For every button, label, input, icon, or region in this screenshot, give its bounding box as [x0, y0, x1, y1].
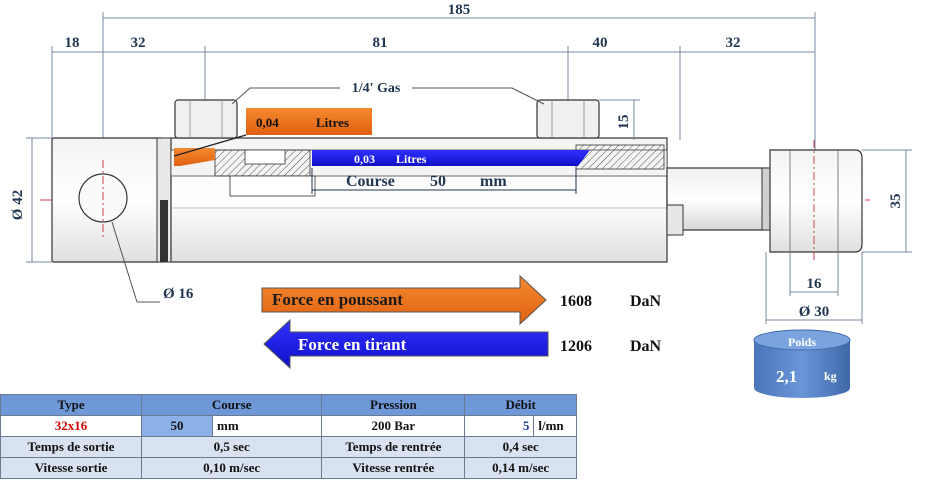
dim-42-lines — [26, 137, 52, 263]
port-left — [174, 99, 238, 139]
pull-force-unit: DaN — [630, 338, 662, 355]
course-unit: mm — [211, 415, 323, 437]
dim-15: 15 — [616, 115, 632, 130]
weight-cylinder — [753, 329, 851, 398]
push-volume-value: 0,04 — [256, 115, 279, 130]
temps-sortie-value: 0,5 sec — [140, 436, 323, 458]
pull-force-label: Force en tirant — [298, 335, 407, 354]
header-course: Course — [140, 394, 323, 416]
pull-volume-unit: Litres — [396, 152, 427, 166]
dim-16-30-lines — [765, 252, 863, 324]
pull-volume-region — [312, 150, 590, 166]
stroke-unit: mm — [480, 173, 507, 190]
debit-value-input[interactable]: 5 — [464, 415, 535, 437]
header-type: Type — [0, 394, 142, 416]
push-force-label: Force en poussant — [272, 290, 403, 309]
weight-unit: kg — [824, 369, 837, 383]
temps-rentree-value: 0,4 sec — [464, 436, 577, 458]
dim-dia-42: Ø 42 — [10, 190, 26, 220]
weight-value: 2,1 — [776, 367, 797, 386]
vitesse-rentree-value: 0,14 m/sec — [464, 457, 577, 479]
vitesse-sortie-value: 0,10 m/sec — [140, 457, 323, 479]
rear-clevis — [51, 137, 172, 263]
port-right — [536, 99, 600, 139]
piston-rod — [666, 167, 768, 236]
push-force-unit: DaN — [630, 293, 662, 310]
stroke-value: 50 — [430, 173, 446, 190]
table-header-row: Type Course Pression Débit — [0, 394, 577, 416]
dia16-leader — [111, 221, 138, 303]
push-volume-unit: Litres — [316, 115, 349, 130]
dim-16-eye: 16 — [807, 276, 823, 292]
course-value-input[interactable]: 50 — [141, 415, 213, 437]
top-dimensions — [51, 12, 816, 205]
pull-force-arrow — [263, 318, 549, 370]
dim-15-lines — [599, 99, 640, 140]
table-row-vitesse: Vitesse sortie 0,10 m/sec Vitesse rentré… — [0, 457, 577, 479]
temps-sortie-label: Temps de sortie — [0, 436, 142, 458]
dim-40: 40 — [593, 35, 608, 51]
weight-label: Poids — [788, 335, 816, 349]
dim-35: 35 — [888, 194, 904, 209]
dim-32-left: 32 — [131, 35, 146, 51]
dim-18: 18 — [65, 35, 80, 51]
stroke-label: Course — [346, 173, 395, 190]
push-force-arrow — [261, 274, 547, 326]
push-volume-leader — [173, 134, 247, 157]
type-value: 32x16 — [0, 415, 142, 437]
stroke-dimension — [311, 168, 577, 194]
dim-dia-16-pin: Ø 16 — [163, 286, 194, 302]
pull-volume-value: 0,03 — [354, 152, 375, 166]
debit-unit: l/mn — [533, 415, 577, 437]
table-row-temps: Temps de sortie 0,5 sec Temps de rentrée… — [0, 436, 577, 458]
dim-32-right: 32 — [726, 35, 741, 51]
header-pression: Pression — [321, 394, 466, 416]
dim-35-lines — [862, 149, 912, 253]
port-leaders — [231, 87, 545, 105]
table-row-values: 32x16 50 mm 200 Bar 5 l/mn — [0, 415, 577, 437]
push-force-value: 1608 — [560, 293, 592, 310]
header-debit: Débit — [464, 394, 577, 416]
dim-dia-30: Ø 30 — [799, 304, 829, 320]
port-label: 1/4' Gas — [352, 81, 401, 96]
pression-value: 200 Bar — [321, 415, 466, 437]
vitesse-rentree-label: Vitesse rentrée — [321, 457, 466, 479]
temps-rentree-label: Temps de rentrée — [321, 436, 466, 458]
push-volume-box — [246, 108, 372, 135]
pull-force-value: 1206 — [560, 338, 592, 355]
dim-185: 185 — [448, 2, 471, 18]
spec-table: Type Course Pression Débit 32x16 50 mm 2… — [0, 394, 577, 479]
vitesse-sortie-label: Vitesse sortie — [0, 457, 142, 479]
rod-eye — [761, 140, 863, 262]
dim-81: 81 — [373, 35, 388, 51]
